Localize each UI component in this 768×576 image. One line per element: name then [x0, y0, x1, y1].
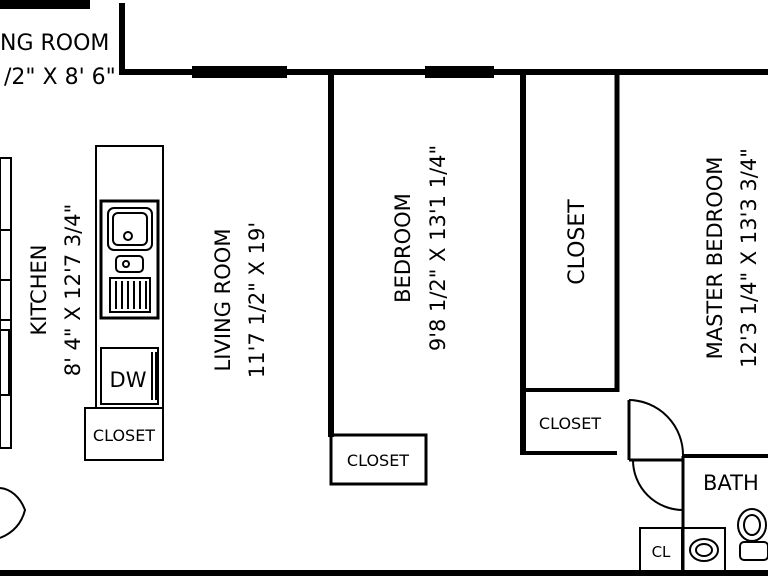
windows — [0, 0, 494, 78]
hall-closet-label: CLOSET — [539, 414, 601, 433]
bedroom-closet — [329, 433, 428, 486]
master-bedroom-dims: 12'3 1/4" X 13'3 3/4" — [737, 148, 761, 368]
drying-rack-icon — [109, 277, 151, 313]
entry-door-swing — [0, 487, 27, 539]
bath-label: BATH — [703, 471, 759, 495]
kitchen-cabinet-run — [0, 157, 12, 449]
bath-fixtures — [639, 508, 768, 573]
kitchen-dims: 8' 4" X 12'7 3/4" — [61, 204, 85, 377]
kitchen-closet-label: CLOSET — [93, 426, 155, 445]
sink-icon — [107, 207, 153, 251]
living-room-name: LIVING ROOM — [211, 229, 235, 372]
doors — [0, 399, 685, 539]
linen-closet-label: CL — [652, 543, 671, 561]
dishwasher — [100, 347, 159, 405]
kitchen-cabinets — [0, 157, 12, 449]
sink-cabinet — [99, 199, 160, 320]
dishwasher-label: DW — [110, 368, 147, 392]
kitchen-name: KITCHEN — [27, 245, 51, 336]
bedroom-name: BEDROOM — [391, 193, 415, 303]
dining-room-dims: /2" X 8' 6" — [4, 65, 116, 90]
second-sink-icon — [115, 255, 144, 273]
bedroom-closet-label: CLOSET — [347, 451, 409, 470]
kitchen-island — [84, 145, 164, 461]
master-bedroom-name: MASTER BEDROOM — [703, 157, 727, 360]
bath-door-swing — [632, 459, 684, 511]
sink-cabinet — [682, 527, 726, 573]
bedroom-dims: 9'8 1/2" X 13'1 1/4" — [426, 145, 450, 351]
kitchen-closet — [84, 407, 164, 461]
dining-room-name: NG ROOM — [0, 31, 109, 56]
door-swing — [628, 399, 685, 457]
closet-name: CLOSET — [565, 199, 590, 285]
toilet-icon — [737, 508, 767, 542]
living-room-dims: 11'7 1/2" X 19' — [245, 222, 269, 378]
stove-icon — [0, 329, 10, 396]
bath-sink-icon — [689, 538, 719, 562]
